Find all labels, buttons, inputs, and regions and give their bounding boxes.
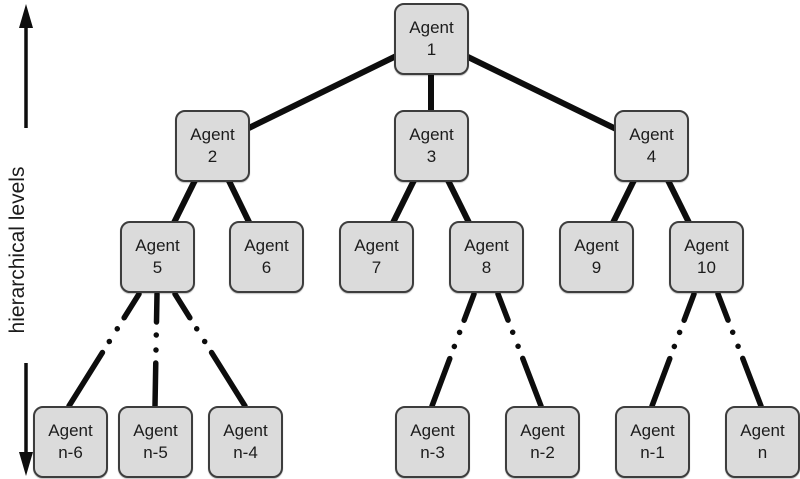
node-agent-n-4: Agent n-4	[208, 406, 283, 478]
node-agent-6-line-2: 6	[261, 258, 272, 277]
node-agent-4: Agent 4	[614, 110, 689, 182]
node-agent-n-1: Agent n-1	[615, 406, 690, 478]
node-agent-n-line-2: n	[757, 443, 768, 462]
node-agent-1: Agent 1	[394, 3, 469, 75]
node-agent-n-3-line-1: Agent	[410, 421, 455, 441]
node-agent-7-line-2: 7	[371, 258, 382, 277]
node-agent-5-line-1: Agent	[135, 236, 180, 256]
node-agent-n-5-line-2: n-5	[143, 443, 168, 462]
node-agent-n-5-line-1: Agent	[133, 421, 178, 441]
node-agent-1-line-1: Agent	[409, 18, 454, 38]
node-agent-7-line-1: Agent	[354, 236, 399, 256]
edge-agent-5-agent-n-5	[152, 291, 160, 409]
node-agent-5: Agent 5	[120, 221, 195, 293]
node-agent-n-line-1: Agent	[740, 421, 785, 441]
node-agent-8: Agent 8	[449, 221, 524, 293]
node-agent-2: Agent 2	[175, 110, 250, 182]
node-agent-n-2: Agent n-2	[505, 406, 580, 478]
edge-agent-10-agent-n-1	[649, 291, 697, 409]
node-agent-10: Agent 10	[669, 221, 744, 293]
node-agent-n-2-line-1: Agent	[520, 421, 565, 441]
node-agent-8-line-1: Agent	[464, 236, 509, 256]
node-agent-5-line-2: 5	[152, 258, 163, 277]
up-arrow-icon	[19, 4, 33, 128]
node-agent-1-line-2: 1	[426, 40, 437, 59]
node-agent-3-line-2: 3	[426, 147, 437, 166]
node-agent-n-6: Agent n-6	[33, 406, 108, 478]
node-agent-7: Agent 7	[339, 221, 414, 293]
hierarchy-axis-label: hierarchical levels	[6, 167, 29, 334]
node-agent-3-line-1: Agent	[409, 125, 454, 145]
node-agent-9-line-2: 9	[591, 258, 602, 277]
node-agent-n-6-line-1: Agent	[48, 421, 93, 441]
node-agent-4-line-1: Agent	[629, 125, 674, 145]
edge-agent-5-agent-n-4	[172, 291, 248, 409]
node-agent-n-2-line-2: n-2	[530, 443, 555, 462]
edge-agent-8-agent-n-3	[429, 291, 477, 409]
node-agent-9: Agent 9	[559, 221, 634, 293]
node-agent-n-3: Agent n-3	[395, 406, 470, 478]
node-agent-n-5: Agent n-5	[118, 406, 193, 478]
node-agent-n-1-line-2: n-1	[640, 443, 665, 462]
node-agent-n-4-line-1: Agent	[223, 421, 268, 441]
node-agent-n-6-line-2: n-6	[58, 443, 83, 462]
node-agent-4-line-2: 4	[646, 147, 657, 166]
edge-agent-8-agent-n-2	[495, 291, 544, 409]
edge-agent-5-agent-n-6	[66, 291, 142, 409]
node-agent-6: Agent 6	[229, 221, 304, 293]
node-agent-n-1-line-1: Agent	[630, 421, 675, 441]
node-agent-2-line-2: 2	[207, 147, 218, 166]
node-agent-2-line-1: Agent	[190, 125, 235, 145]
node-agent-6-line-1: Agent	[244, 236, 289, 256]
node-agent-n-3-line-2: n-3	[420, 443, 445, 462]
node-agent-10-line-1: Agent	[684, 236, 729, 256]
down-arrow-icon	[19, 363, 33, 476]
node-agent-3: Agent 3	[394, 110, 469, 182]
node-agent-9-line-1: Agent	[574, 236, 619, 256]
edge-agent-10-agent-n	[715, 291, 764, 409]
node-agent-n: Agent n	[725, 406, 800, 478]
node-agent-8-line-2: 8	[481, 258, 492, 277]
node-agent-10-line-2: 10	[697, 258, 716, 277]
node-agent-n-4-line-2: n-4	[233, 443, 258, 462]
